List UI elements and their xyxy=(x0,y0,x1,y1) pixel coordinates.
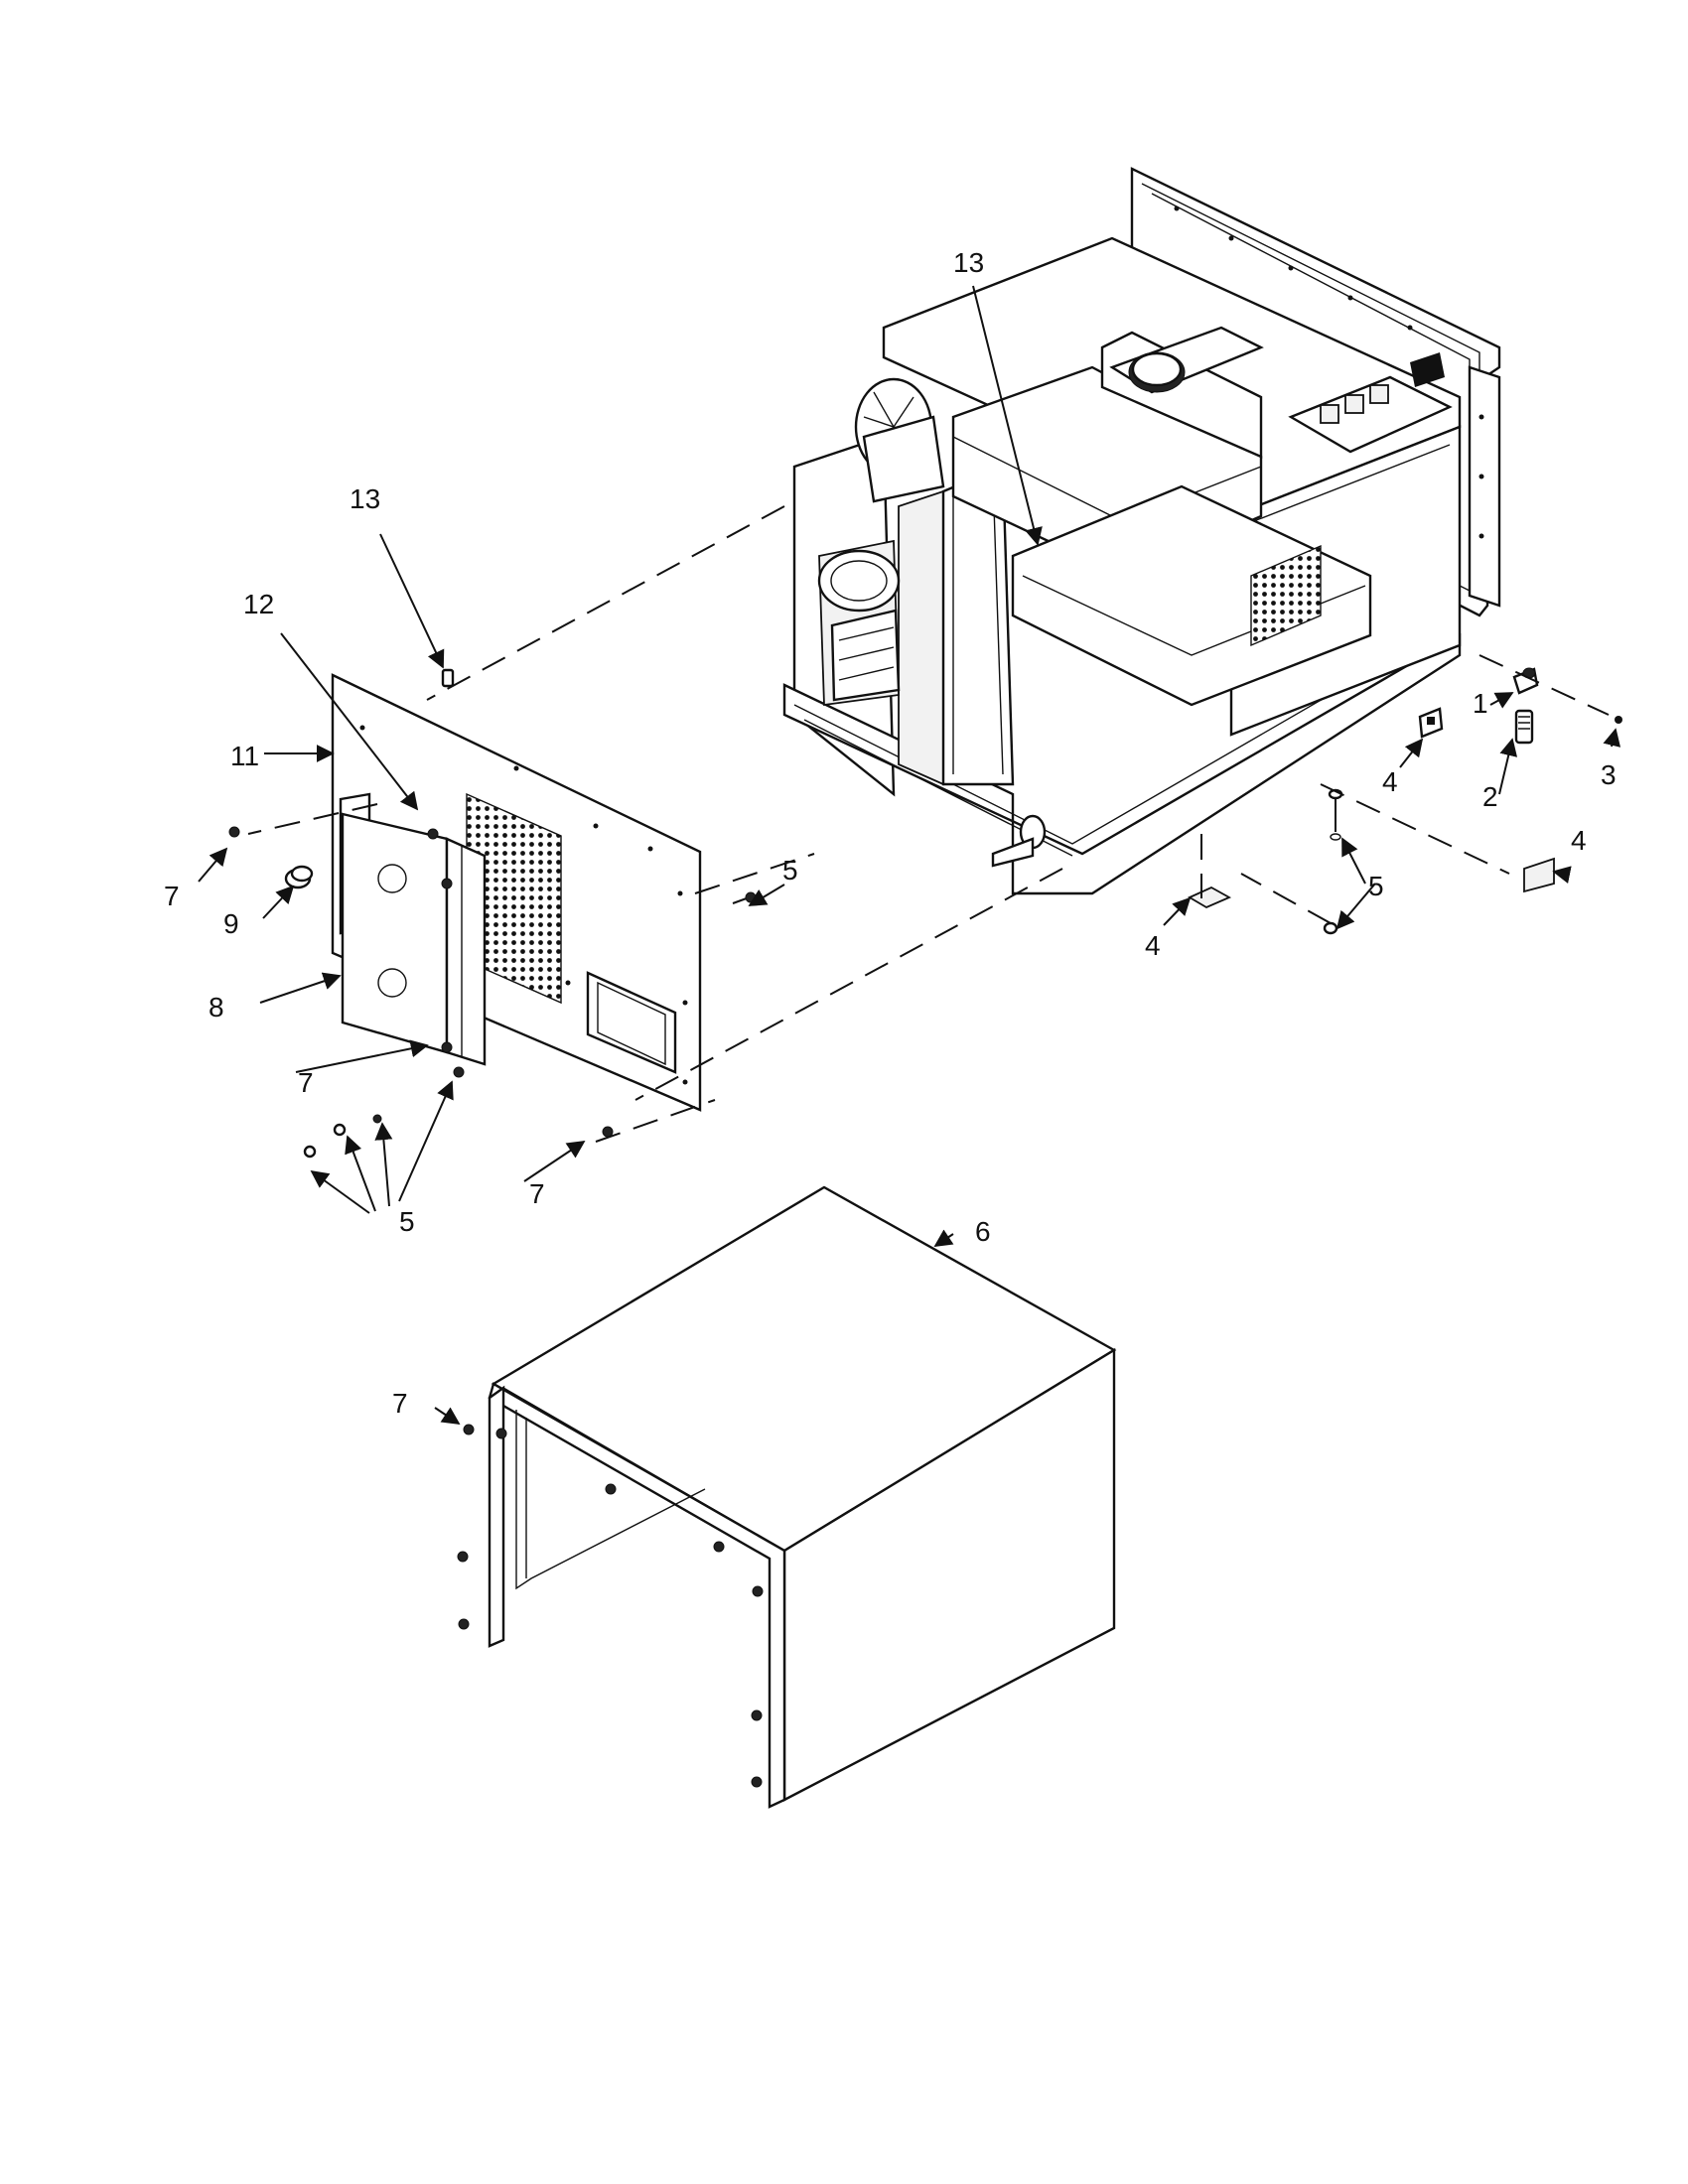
screws-left xyxy=(228,826,757,1159)
callout-13-left: 13 xyxy=(350,483,380,514)
callout-5-right: 5 xyxy=(1368,871,1384,901)
callout-5-panel: 5 xyxy=(782,855,798,886)
ferrule-part-13 xyxy=(441,668,455,688)
callout-6: 6 xyxy=(975,1216,991,1247)
leader-lines xyxy=(198,285,1621,1425)
switch-part-4a xyxy=(1418,707,1444,739)
callout-4-pad-right: 4 xyxy=(1571,825,1587,856)
callout-12: 12 xyxy=(243,589,274,619)
callout-8: 7 xyxy=(298,1067,314,1098)
wrap-screws xyxy=(457,1424,764,1788)
callout-3: 3 xyxy=(1601,759,1617,790)
callout-2: 2 xyxy=(1482,781,1498,812)
oven-chassis xyxy=(782,167,1501,895)
sensor-part-2 xyxy=(1514,709,1534,745)
callout-10: 9 xyxy=(223,908,239,939)
callout-11: 11 xyxy=(230,741,259,771)
inner-cover xyxy=(341,812,487,1066)
callout-4-switch: 4 xyxy=(1382,766,1398,797)
bolt-part-5-right xyxy=(1323,788,1343,935)
alignment-lines xyxy=(247,505,1610,1143)
thermostat-part-1 xyxy=(1512,667,1539,695)
callout-1: 1 xyxy=(1473,688,1488,719)
outer-wrap xyxy=(488,1185,1117,1809)
callout-7-mid: 7 xyxy=(529,1178,545,1209)
callout-4-pad-bottom: 4 xyxy=(1145,930,1161,961)
knob-part-10 xyxy=(284,865,314,889)
screw-part-3 xyxy=(1615,716,1622,724)
pad-part-4b xyxy=(1523,857,1555,893)
callout-labels: 13 13 12 11 7 9 8 7 5 5 7 6 7 1 2 3 4 4 … xyxy=(164,247,1617,1419)
pad-part-4c xyxy=(1188,886,1232,909)
callout-9: 8 xyxy=(209,992,224,1023)
frame-rivets xyxy=(1174,205,1484,539)
callout-13-top: 13 xyxy=(953,247,984,278)
callout-7-left: 7 xyxy=(164,881,180,911)
callout-5-bottom-left: 5 xyxy=(399,1206,415,1237)
callout-7-wrap: 7 xyxy=(392,1388,408,1419)
